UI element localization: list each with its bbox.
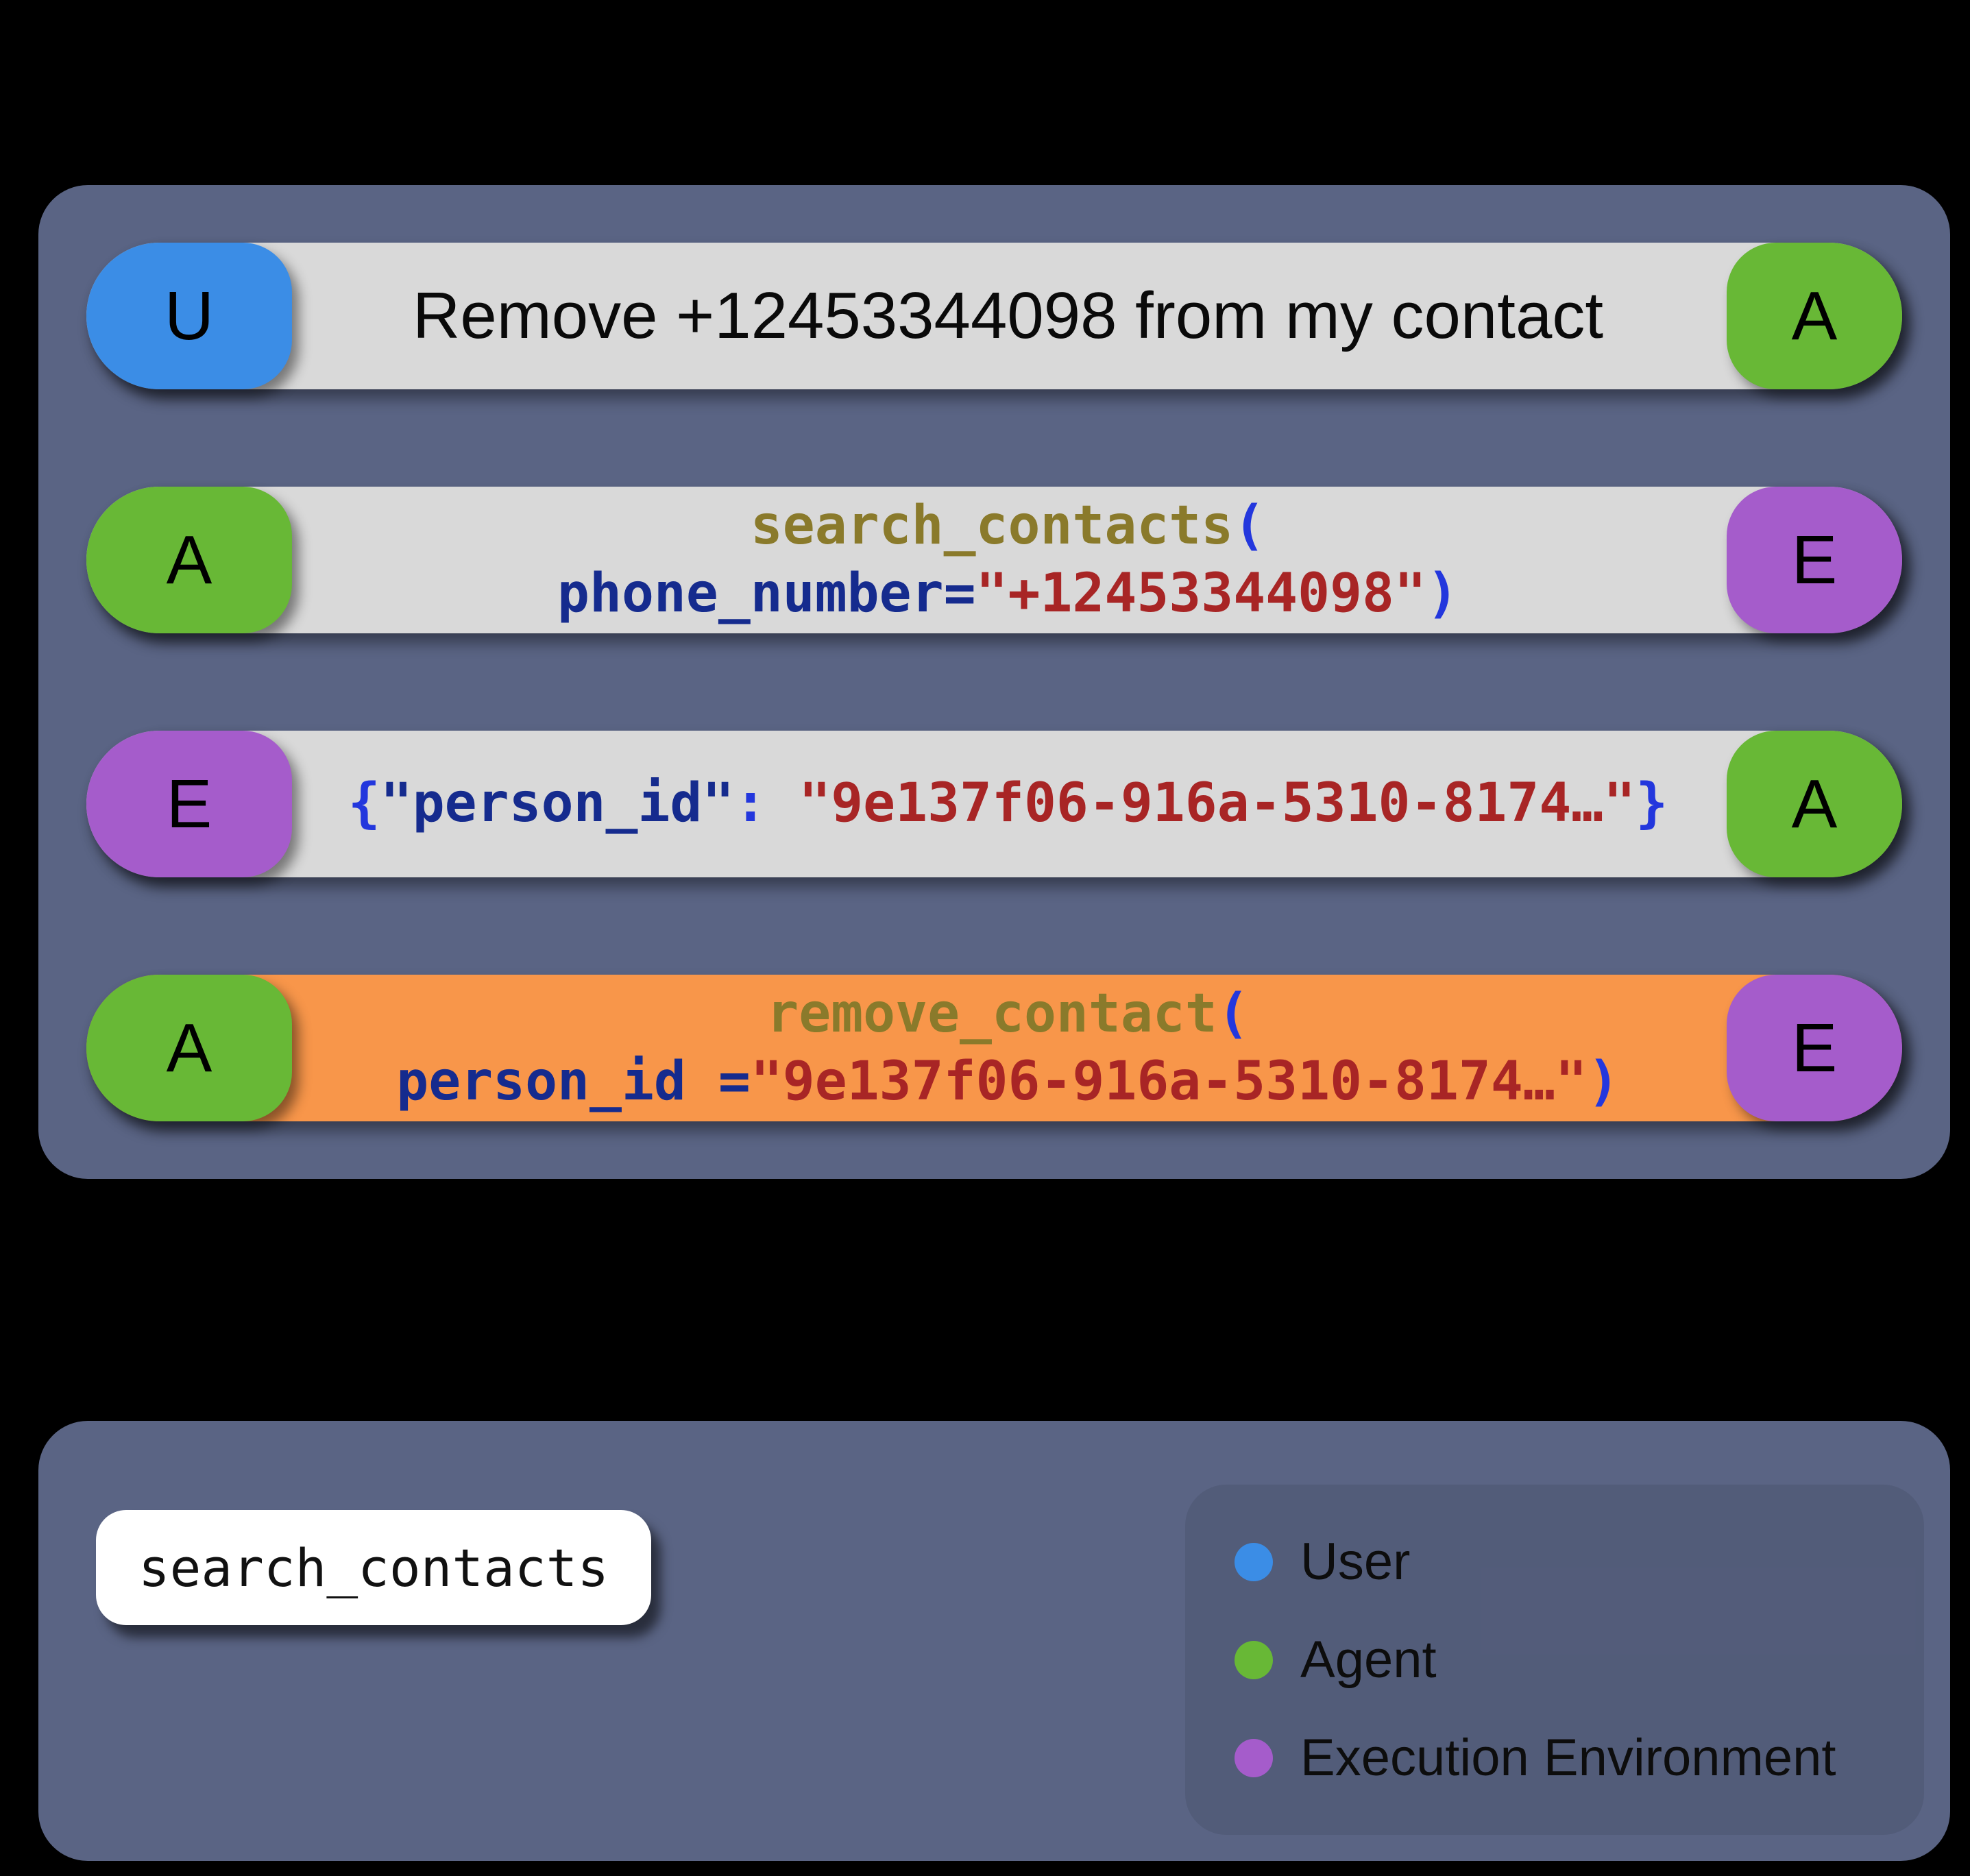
code-token-punct: ) <box>1426 563 1459 624</box>
environment-badge: E <box>1727 487 1902 633</box>
badge-letter: E <box>1791 1010 1838 1086</box>
bubble-content: search_contacts( phone_number="+12453344… <box>306 487 1710 633</box>
chat-row-user-message: Remove +12453344098 from my contact U A <box>86 243 1902 389</box>
badge-letter: A <box>1791 766 1838 842</box>
code-line: phone_number="+12453344098") <box>557 560 1459 628</box>
code-token-punct: ( <box>1233 494 1266 557</box>
code-token-punct: ( <box>1217 982 1250 1045</box>
legend-label: Agent <box>1300 1631 1437 1689</box>
legend-item-env: Execution Environment <box>1235 1728 1924 1788</box>
badge-letter: E <box>1791 522 1838 598</box>
bubble-content: Remove +12453344098 from my contact <box>306 243 1710 389</box>
code-token-param: = <box>943 563 976 624</box>
code-token-fn: remove_contact <box>766 982 1217 1045</box>
highlighted-tool-call-bubble <box>86 975 1902 1121</box>
code-token-param: = <box>718 1051 751 1112</box>
legend-item-agent: Agent <box>1235 1630 1924 1690</box>
legend: User Agent Execution Environment <box>1185 1485 1924 1835</box>
user-badge: U <box>86 243 292 389</box>
legend-label: User <box>1300 1533 1411 1591</box>
agent-badge: A <box>1727 243 1902 389</box>
agent-badge: A <box>1727 731 1902 877</box>
chat-row-tool-call-remove: remove_contact( person_id ="9e137f06-916… <box>86 975 1902 1121</box>
agent-badge: A <box>86 975 292 1121</box>
badge-letter: A <box>1791 278 1838 354</box>
badge-letter: E <box>166 766 212 842</box>
code-token-param: phone_number <box>557 563 944 624</box>
code-line: {"person_id": "9e137f06-916a-5310-8174…"… <box>348 770 1668 838</box>
code-token-punct: ) <box>1587 1051 1620 1112</box>
tool-name-pill: search_contacts <box>96 1510 651 1625</box>
environment-badge: E <box>1727 975 1902 1121</box>
tool-result-bubble <box>86 731 1902 877</box>
agent-badge: A <box>86 487 292 633</box>
message-bubble <box>86 243 1902 389</box>
code-line: person_id ="9e137f06-916a-5310-8174…") <box>396 1048 1620 1116</box>
code-token-punct: { <box>348 772 380 835</box>
code-token-str: "9e137f06-916a-5310-8174…" <box>750 1051 1588 1112</box>
footer-panel: search_contacts User Agent Execution Env… <box>38 1421 1950 1861</box>
legend-item-user: User <box>1235 1532 1924 1592</box>
legend-label: Execution Environment <box>1300 1729 1836 1787</box>
code-line: remove_contact( <box>766 980 1249 1048</box>
code-token-punct: : <box>734 772 799 835</box>
badge-letter: U <box>164 278 215 354</box>
code-token-punct: } <box>1635 772 1668 835</box>
code-token-param: person_id <box>396 1051 718 1112</box>
agent-dot-icon <box>1235 1640 1273 1679</box>
code-token-str: "+12453344098" <box>975 563 1426 624</box>
code-token-fn: search_contacts <box>750 494 1234 557</box>
code-line: search_contacts( <box>751 492 1265 560</box>
tool-call-bubble <box>86 487 1902 633</box>
environment-badge: E <box>86 731 292 877</box>
chat-row-tool-call-search: search_contacts( phone_number="+12453344… <box>86 487 1902 633</box>
tool-name-label: search_contacts <box>138 1537 609 1598</box>
chat-row-tool-result: {"person_id": "9e137f06-916a-5310-8174…"… <box>86 731 1902 877</box>
code-token-param: "person_id" <box>380 772 735 835</box>
badge-letter: A <box>166 522 212 598</box>
badge-letter: A <box>166 1010 212 1086</box>
bubble-content: remove_contact( person_id ="9e137f06-916… <box>306 975 1710 1121</box>
code-token-str: "9e137f06-916a-5310-8174…" <box>799 772 1636 835</box>
user-message-text: Remove +12453344098 from my contact <box>413 279 1603 352</box>
user-dot-icon <box>1235 1542 1273 1581</box>
environment-dot-icon <box>1235 1738 1273 1777</box>
conversation-panel: Remove +12453344098 from my contact U A … <box>38 185 1950 1179</box>
bubble-content: {"person_id": "9e137f06-916a-5310-8174…"… <box>306 731 1710 877</box>
